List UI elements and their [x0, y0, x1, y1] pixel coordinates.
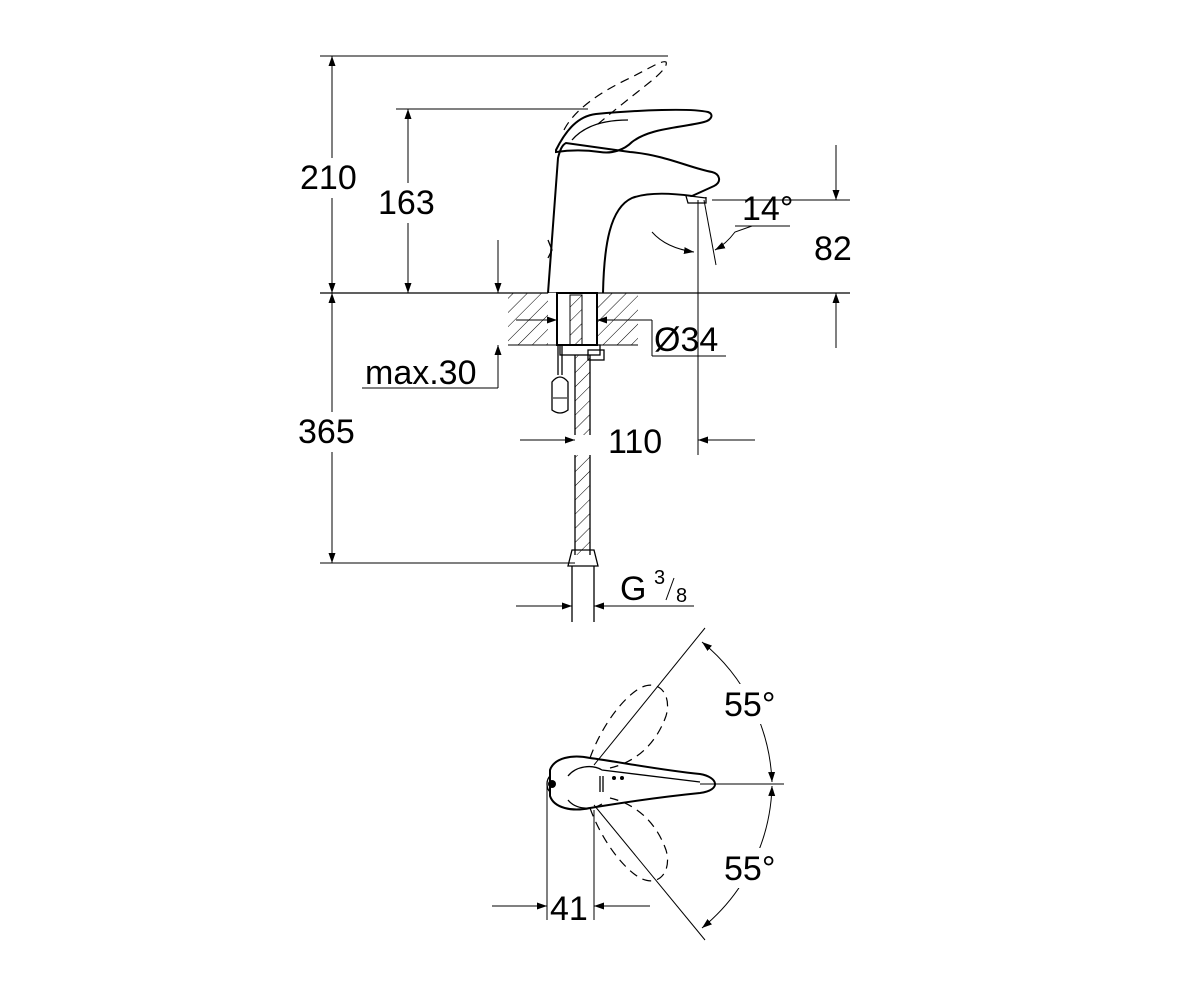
dim-g38-numerator: 3: [654, 567, 665, 589]
dim-g38-denominator: 8: [676, 585, 687, 607]
angle-14-arc-left: [651, 231, 695, 255]
dim-14deg-label: 14°: [742, 190, 793, 228]
dim-163-label: 163: [378, 184, 435, 222]
dim-41-label: 41: [550, 890, 588, 928]
top-ref-line-55-down: [593, 804, 706, 941]
top-ref-line-55-up: [593, 627, 706, 766]
dim-34-label: Ø34: [654, 321, 718, 359]
supply-hose: [560, 355, 606, 622]
angle-14-arc-right: [714, 225, 753, 251]
dim-210-label: 210: [300, 159, 357, 197]
top-view: 55° 55° 41: [492, 627, 792, 941]
indicator-dot: [548, 780, 556, 788]
popup-rod: [551, 345, 569, 414]
faucet-handle-raised: [563, 61, 667, 131]
dim-110-label: 110: [608, 423, 662, 461]
spout-angle-line: [703, 199, 717, 266]
dim-82-label: 82: [814, 230, 852, 268]
handle-rotated-up: [589, 684, 669, 769]
dim-55-bottom-label: 55°: [724, 850, 775, 888]
dim-365-label: 365: [298, 413, 355, 451]
dim-g38-letter: G: [620, 570, 646, 608]
dim-55-top-label: 55°: [724, 686, 775, 724]
side-view: 14° 210 163 82 max.30 Ø34 365: [296, 55, 852, 622]
faucet-handle: [555, 108, 713, 154]
faucet-body: [547, 141, 720, 294]
body-top-outline: [549, 755, 716, 811]
handle-rotated-down: [589, 797, 669, 882]
dim-max30-label: max.30: [365, 354, 477, 392]
